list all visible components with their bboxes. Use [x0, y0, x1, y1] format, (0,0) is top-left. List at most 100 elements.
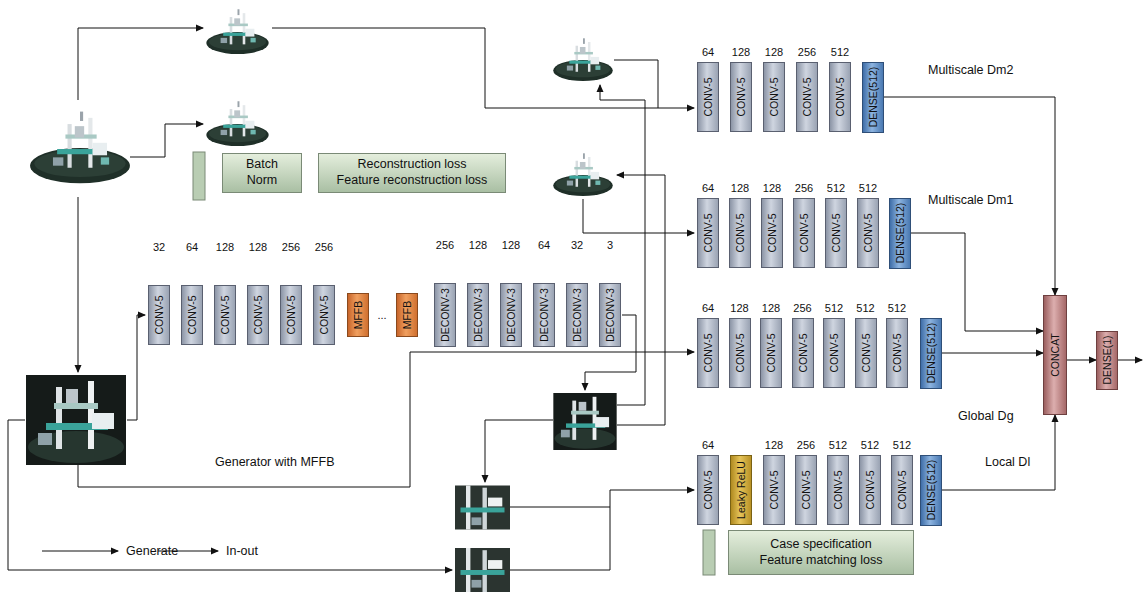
node-text: DECONV-3 [538, 288, 550, 342]
flow-line [485, 420, 553, 482]
conv-layer: CONV-5 [792, 318, 814, 388]
conv-layer: CONV-5 [796, 62, 818, 132]
node-text: MFFB [401, 301, 413, 330]
local-crop [455, 486, 510, 530]
connector [1067, 360, 1096, 361]
legend-bar [703, 530, 715, 575]
node-text: Batch Norm [231, 157, 293, 188]
node-text: CONV-5 [318, 295, 330, 334]
conv-layer: CONV-5 [763, 62, 785, 132]
channel-count: 128 [765, 439, 783, 451]
conv-layer: CONV-5 [148, 285, 170, 345]
channel-count: 128 [762, 302, 780, 314]
channel-count: 512 [856, 302, 874, 314]
conv-layer: CONV-5 [697, 318, 719, 388]
dense-layer: DENSE(512) [920, 455, 942, 526]
channel-count: 64 [186, 241, 198, 253]
node-text: CONV-5 [252, 295, 264, 334]
flow-line [78, 352, 694, 487]
flow-line [8, 420, 452, 570]
conv-layer: DECONV-3 [467, 283, 489, 347]
node-text: CONV-5 [219, 295, 231, 334]
conv-layer: DECONV-3 [599, 283, 621, 347]
node-text: CONV-5 [864, 470, 876, 509]
scaled-scene [553, 153, 613, 196]
note-box: Reconstruction lossFeature reconstructio… [318, 153, 506, 193]
connector [911, 233, 1043, 331]
node-text: Case specification [770, 537, 871, 553]
node-text: CONV-5 [891, 333, 903, 372]
legend-text: Generate [126, 544, 178, 558]
node-text: CONCAT [1049, 333, 1061, 377]
node-text: CONV-5 [797, 333, 809, 372]
conv-layer: CONV-5 [855, 318, 877, 388]
connector [942, 415, 1055, 490]
node-text: Feature reconstruction loss [337, 173, 488, 189]
channel-count: 32 [153, 241, 165, 253]
channel-count: 64 [538, 239, 550, 251]
channel-count: 512 [829, 439, 847, 451]
channel-count: 128 [502, 239, 520, 251]
node-text: CONV-5 [828, 333, 840, 372]
conv-layer: CONV-5 [729, 318, 751, 388]
node-text: CONV-5 [798, 213, 810, 252]
channel-count: 64 [702, 302, 714, 314]
legend-sample [42, 551, 118, 552]
conv-layer: DECONV-3 [434, 283, 456, 347]
conv-layer: CONV-5 [857, 198, 879, 268]
section-label: Local Dl [985, 455, 1030, 469]
channel-count: 256 [793, 302, 811, 314]
channel-count: 256 [798, 46, 816, 58]
section-label: Global Dg [958, 409, 1014, 423]
channel-count: 256 [797, 439, 815, 451]
node-text: CONV-5 [702, 470, 714, 509]
conv-layer: DECONV-3 [566, 283, 588, 347]
conv-layer: CONV-5 [763, 455, 785, 525]
node-text: CONV-5 [735, 77, 747, 116]
node-text: CONV-5 [830, 213, 842, 252]
node-text: DECONV-3 [604, 288, 616, 342]
node-text: CONV-5 [862, 213, 874, 252]
conv-layer: CONV-5 [761, 198, 783, 268]
channel-count: 128 [469, 239, 487, 251]
conv-layer: CONV-5 [823, 318, 845, 388]
node-text: CONV-5 [832, 470, 844, 509]
flow-line [78, 28, 203, 100]
output-line [1118, 360, 1142, 361]
node-text: CONV-5 [765, 333, 777, 372]
conv-layer: CONV-5 [730, 62, 752, 132]
dense-layer: DENSE(512) [889, 198, 911, 269]
conv-layer: CONV-5 [859, 455, 881, 525]
conv-layer: DECONV-3 [500, 283, 522, 347]
dense-layer: DENSE(512) [862, 62, 884, 133]
conv-layer: CONV-5 [313, 285, 335, 345]
channel-count: 64 [702, 46, 714, 58]
ellipsis: ... [377, 309, 386, 321]
flow-line [127, 315, 145, 420]
channel-count: 512 [831, 46, 849, 58]
note-box: Case specificationFeature matching loss [728, 530, 914, 575]
section-label: Multiscale Dm1 [928, 193, 1013, 207]
node-text: CONV-5 [285, 295, 297, 334]
channel-count: 256 [315, 241, 333, 253]
node-text: DENSE(512) [925, 323, 937, 384]
node-text: CONV-5 [702, 213, 714, 252]
input-scene [30, 112, 130, 184]
channel-count: 512 [861, 439, 879, 451]
conv-layer: CONV-5 [181, 285, 203, 345]
channel-count: 128 [731, 182, 749, 194]
conv-layer: CONV-5 [827, 455, 849, 525]
channel-count: 128 [732, 46, 750, 58]
node-text: Feature matching loss [760, 553, 883, 569]
channel-count: 512 [888, 302, 906, 314]
legend-bar [193, 152, 205, 200]
node-text: Reconstruction loss [357, 157, 466, 173]
channel-count: 128 [249, 241, 267, 253]
node-text: DECONV-3 [571, 288, 583, 342]
activation-layer: Leaky ReLU [730, 455, 752, 525]
channel-count: 128 [730, 302, 748, 314]
node-text: DENSE(512) [894, 203, 906, 264]
node-text: CONV-5 [702, 77, 714, 116]
flow-line [510, 507, 610, 570]
section-label: Multiscale Dm2 [928, 63, 1013, 77]
